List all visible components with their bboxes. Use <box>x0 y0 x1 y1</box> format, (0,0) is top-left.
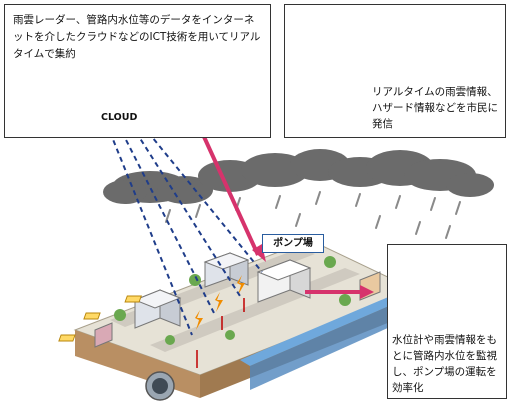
information-sharing-text: リアルタイムの雨雲情報、ハザード情報などを市民に発信 <box>372 86 498 130</box>
rain-streaks <box>165 191 461 239</box>
trees <box>114 256 351 345</box>
pink-arrow-monitor <box>305 285 374 299</box>
pump-operation-box <box>387 244 507 399</box>
information-sharing-box <box>284 4 506 138</box>
data-links <box>109 131 263 336</box>
rain-clouds <box>103 149 494 204</box>
pump-operation-text: 水位計や雨雲情報をもとに管路内水位を監視し、ポンプ場の運転を効率化 <box>392 334 497 394</box>
pump-station-label: ポンプ場 <box>262 234 324 253</box>
water-level-sensors <box>58 275 245 368</box>
data-collection-text: 雨雲レーダー、管路内水位等のデータをインターネットを介したクラウドなどのICT技… <box>13 14 261 60</box>
city-block <box>58 239 417 401</box>
cloud-label: CLOUD <box>101 112 138 123</box>
data-collection-box <box>4 4 271 138</box>
